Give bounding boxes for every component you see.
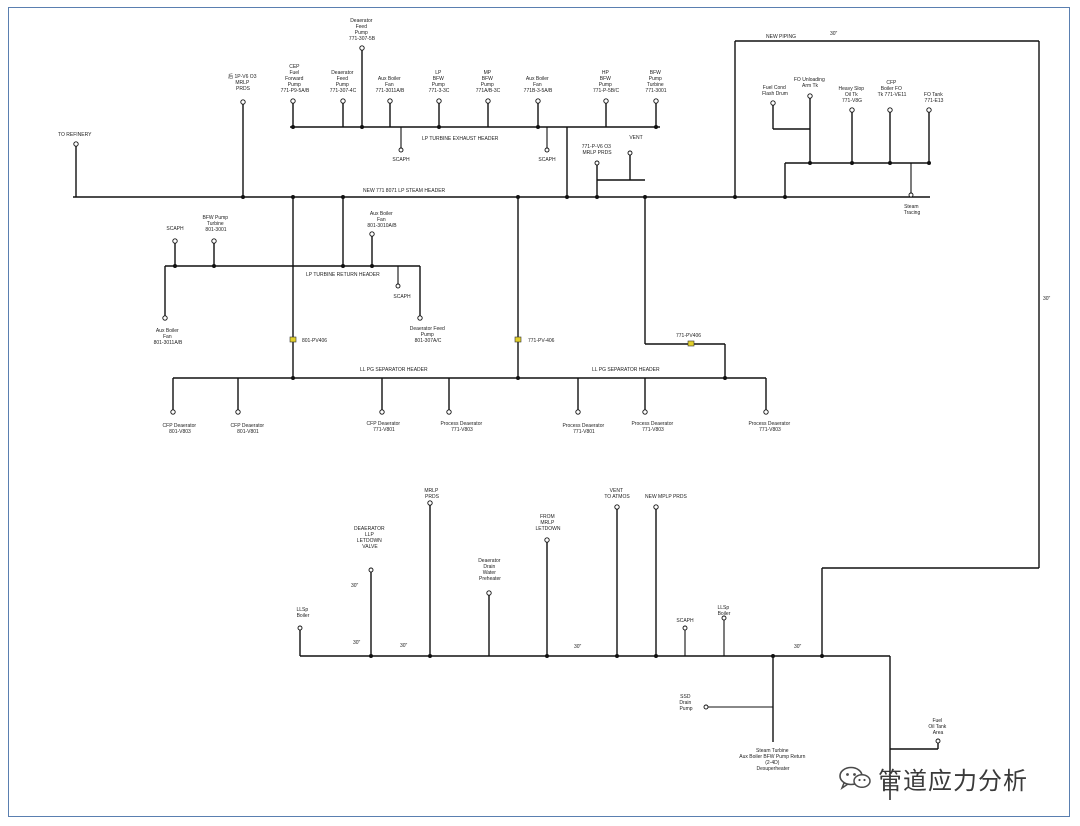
- label-cfp-deaerator-1: CFP Deaerator 801-V803: [163, 423, 198, 435]
- fuel-oil-branch: [770, 93, 932, 198]
- lp-turbine-exhaust-header: [290, 45, 660, 197]
- label-aux-boiler-fan-3: Aux Boiler Fan 801-3010A/B: [367, 211, 397, 229]
- label-scaph-2: SCAPH: [538, 157, 556, 163]
- label-size-right: 30": [1043, 296, 1051, 302]
- label-lp-turbine-return-header: LP TURBINE RETURN HEADER: [306, 272, 380, 278]
- label-llsp-boiler-2: LLSp Boiler: [717, 605, 730, 617]
- label-from-mrlp-letdown: FROM MRLP LETDOWN: [536, 514, 561, 532]
- label-llsp-boiler-1: LLSp Boiler: [296, 607, 309, 619]
- label-size-3: 30": [400, 643, 408, 649]
- label-process-deaerator-3: Process Deaerator 771-V803: [631, 421, 674, 433]
- label-size-4: 30": [574, 644, 582, 650]
- label-cfp-deaerator-3: CFP Deaerator 771-V801: [367, 421, 402, 433]
- label-new-piping: NEW PIPING: [766, 34, 796, 40]
- label-vent-1: VENT: [629, 135, 642, 141]
- label-nlp-header: NEW 771 8071 LP STEAM HEADER: [363, 188, 446, 194]
- label-bfw-pump-turbine-2: BFW Pump Turbine 801-3001: [203, 215, 230, 233]
- label-mlp-vs-03: 771-P-V6 O3 MRLP PRDS: [582, 144, 613, 156]
- label-deaerator-drain-water-preheater: Deaerator Drain Water Preheater: [478, 558, 502, 582]
- label-process-deaerator-2: Process Deaerator 771-V801: [562, 423, 605, 435]
- label-scaph-1: SCAPH: [392, 157, 410, 163]
- label-new-mplp-prds: NEW MPLP PRDS: [645, 494, 688, 500]
- bottom-header: [297, 500, 941, 800]
- label-aux-boiler-fan-1: Aux Boiler Fan 771-3011A/B: [376, 76, 405, 94]
- watermark: 管道应力分析: [838, 762, 1028, 795]
- label-heavy-slop-oil: Heavy Slop Oil Tk 771-V8G: [839, 86, 866, 104]
- label-mrlp-prds: MRLP PRDS: [424, 488, 439, 500]
- label-lp-bfw-pump: LP BFW Pump 771-3-3C: [429, 70, 450, 94]
- label-cfp-boiler-fo: CFP Boiler FO Tk 771-VE11: [878, 80, 907, 98]
- new-piping-loop: [734, 40, 1040, 656]
- watermark-text: 管道应力分析: [878, 766, 1028, 795]
- label-mlp-vc3: 后 1P-V6 O3 MRLP PRDS: [228, 73, 258, 92]
- label-lp-separator-header-2: LL PG SEPARATOR HEADER: [592, 367, 660, 373]
- label-ssd-drain-pump: SSD Drain Pump: [679, 694, 692, 712]
- label-scaph-3: SCAPH: [166, 226, 184, 232]
- label-deaerator-llp-letdown: DEAERATOR LLP LETDOWN VALVE: [354, 526, 386, 550]
- pv-drops: [289, 197, 726, 378]
- label-vent-to-atmos: VENT TO ATMOS: [604, 488, 630, 500]
- label-mp-bfw-pump: MP BFW Pump 771A/B-3C: [476, 70, 501, 94]
- label-process-deaerator-4: Process Deaerator 771-V803: [748, 421, 791, 433]
- label-scaph-4: SCAPH: [393, 294, 411, 300]
- label-fuel-oil-tank-area: Fuel Oil Tank Area: [928, 718, 947, 736]
- label-hp-bfw-pump: HP BFW Pump 771-P-5B/C: [593, 70, 620, 94]
- label-pv-771: 771-PV-406: [528, 338, 555, 344]
- label-size-5: 30": [794, 644, 802, 650]
- figure-frame: [8, 7, 1070, 817]
- labels: Deaerator Feed Pump 771-307-5B 后 1P-V6 O…: [58, 18, 1051, 772]
- label-to-refinery: TO REFINERY: [58, 132, 92, 138]
- junction-nodes: [173, 125, 931, 658]
- main-lp-header: [73, 99, 930, 198]
- label-deaerator-feed-pump-3: Deaerator Feed Pump 801-307A/C: [410, 326, 446, 344]
- label-aux-boiler-fan-2: Aux Boiler Fan 771B-3-5A/B: [524, 76, 553, 94]
- label-steam-turbine-aux: Steam Turbine Aux Boiler BFW Pump Return…: [739, 748, 807, 772]
- label-size-top: 30": [830, 31, 838, 37]
- label-steam-tracing: Steam Tracing: [904, 204, 921, 216]
- wechat-icon: [839, 766, 871, 790]
- label-cfp-deaerator-2: CFP Deaerator 801-V801: [231, 423, 266, 435]
- label-fo-tank: FO Tank 771-E13: [924, 92, 944, 104]
- label-deaerator-feed-pump-2: Deaerator Feed Pump 771-307-4C: [330, 70, 357, 94]
- label-process-deaerator-1: Process Deaerator 771-V803: [440, 421, 483, 433]
- label-bfw-pump-turbine: BFW Pump Turbine 771-3001: [645, 70, 666, 94]
- label-pv-771b: 771-PV406: [676, 333, 701, 339]
- label-fuel-cond-flash-drum: Fuel Cond Flash Drum: [762, 85, 788, 97]
- label-lp-turbine-exhaust-header: LP TURBINE EXHAUST HEADER: [422, 136, 499, 142]
- label-cep-fuel-forward: CEP Fuel Forward Pump 771-P9-5A/B: [281, 64, 310, 94]
- label-aux-boiler-fan-4: Aux Boiler Fan 801-3011A/B: [154, 328, 183, 346]
- label-fo-unloading-arm: FO Unloading Arm Tk: [794, 77, 826, 89]
- label-pv-801: 801-PV406: [302, 338, 327, 344]
- label-scaph-5: SCAPH: [676, 618, 694, 624]
- label-size-1: 30": [351, 583, 359, 589]
- lp-separator-header: [170, 377, 769, 415]
- label-deaerator-feed-pump-top: Deaerator Feed Pump 771-307-5B: [349, 18, 376, 42]
- label-lp-separator-header-1: LL PG SEPARATOR HEADER: [360, 367, 428, 373]
- label-size-2: 30": [353, 640, 361, 646]
